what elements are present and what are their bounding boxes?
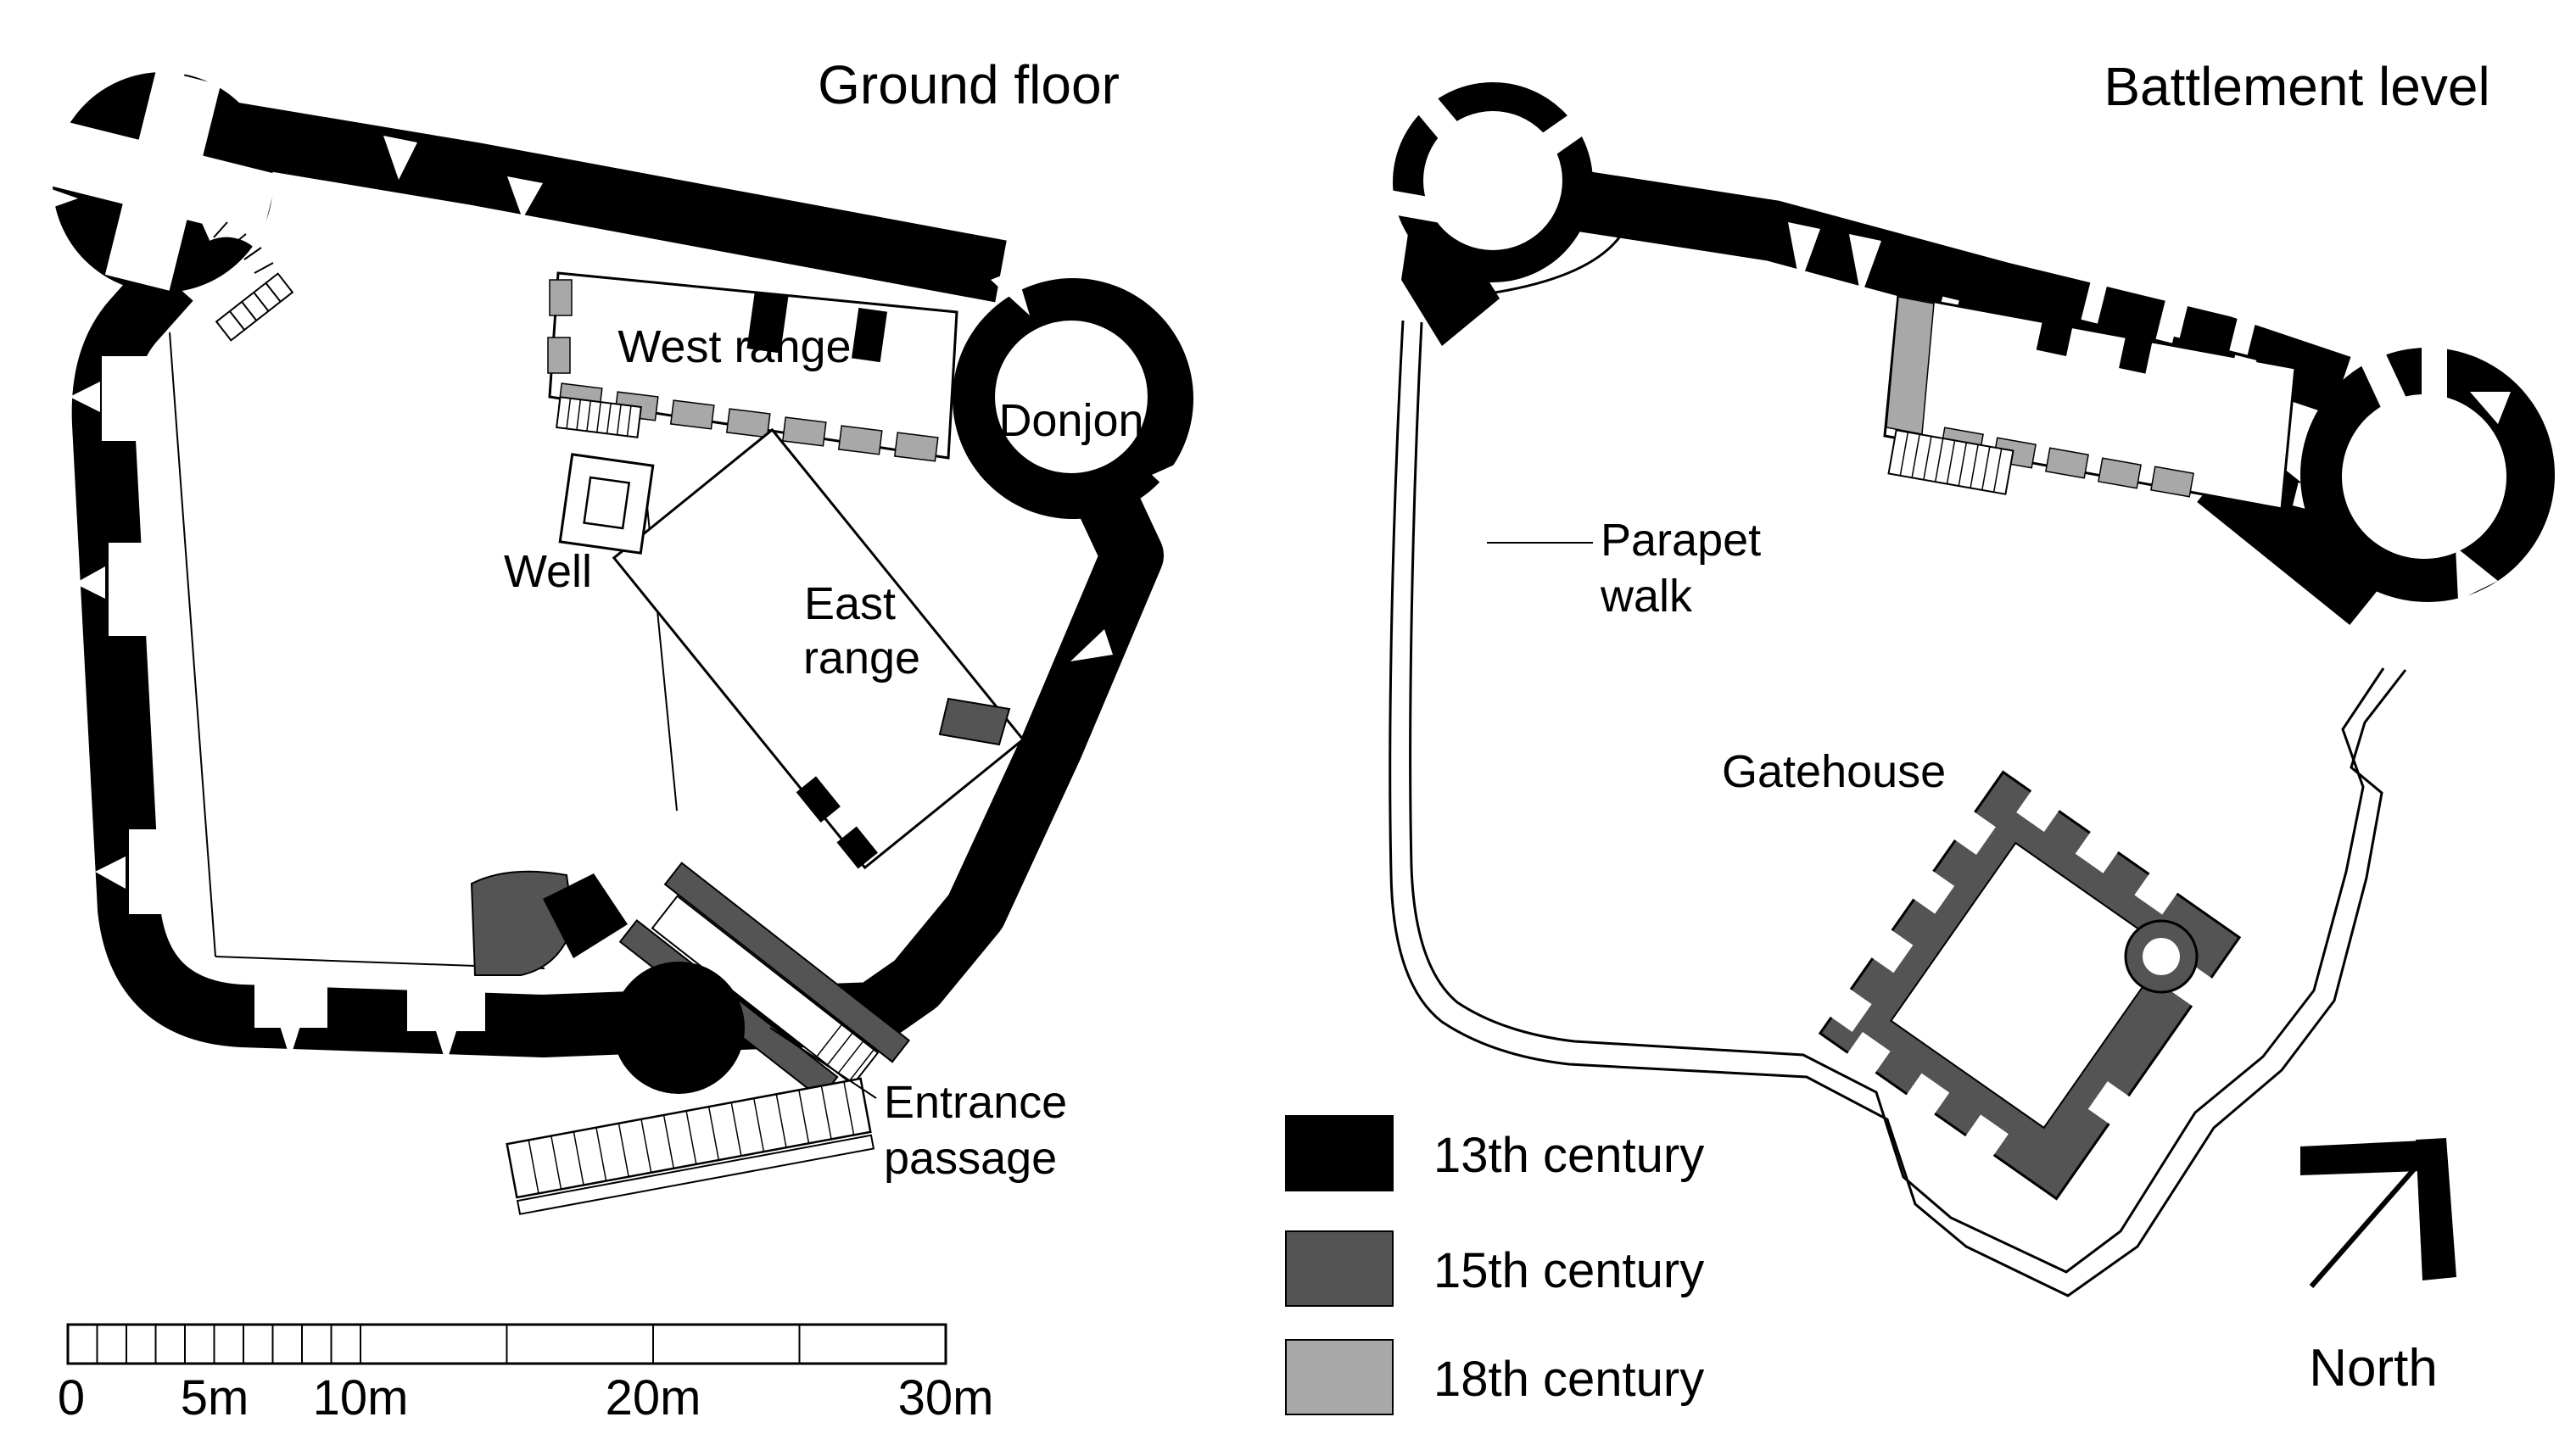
north-arrow-shaft	[2309, 1162, 2422, 1288]
arrow-slit	[383, 136, 417, 180]
arrow-slit	[1070, 629, 1113, 661]
east-range-label-line2: range	[803, 633, 920, 683]
north-arrow-head-vertical	[2416, 1138, 2456, 1280]
parapet-walk-label-line2: walk	[1600, 571, 1693, 622]
arrow-slit	[1152, 460, 1186, 502]
battlement-west-range	[1883, 273, 2316, 510]
battlement-northwest-tower	[1372, 81, 1599, 346]
entrance-bastion	[612, 962, 745, 1094]
ground-donjon-tower	[953, 270, 1193, 519]
entrance-15c-structures	[470, 697, 1011, 976]
west-range-stair	[556, 396, 642, 438]
battlement-title: Battlement level	[2104, 56, 2489, 117]
cross-shaped-room	[47, 69, 278, 291]
ground-northwest-tower	[47, 64, 294, 342]
parapet-walk-path	[1389, 203, 2407, 1297]
scale-label-10m: 10m	[313, 1370, 409, 1425]
crenel-gap	[2422, 335, 2447, 406]
legend-row-15th: 15th century	[1285, 1230, 1704, 1307]
crenel-gap	[2354, 339, 2411, 419]
scale-bar-ticks	[96, 1325, 801, 1364]
ground-floor-plan: Ground floor West range Donjon Well East…	[47, 54, 1193, 1215]
scale-label-0: 0	[58, 1370, 85, 1425]
east-range-label-line1: East	[804, 578, 896, 629]
west-wall-embrasures	[70, 356, 204, 914]
north-label: North	[2309, 1339, 2438, 1397]
arrow-slit	[49, 188, 78, 209]
donjon-label: Donjon	[998, 395, 1143, 446]
ground-floor-title: Ground floor	[818, 54, 1120, 115]
entrance-label-line2: passage	[884, 1133, 1057, 1184]
east-range-building	[612, 427, 1025, 870]
arrow-slit	[166, 64, 188, 93]
legend-label-13th: 13th century	[1433, 1128, 1704, 1183]
legend-label-18th: 18th century	[1433, 1352, 1704, 1407]
crenel-gap	[1528, 103, 1599, 165]
legend-swatch-15th	[1285, 1230, 1394, 1307]
scale-bar: 0 5m 10m 20m 30m	[58, 1323, 994, 1425]
gatehouse-label: Gatehouse	[1722, 746, 1946, 797]
well-structure	[558, 453, 655, 555]
west-range-label: West range	[617, 321, 851, 372]
west-range-building	[547, 271, 958, 462]
south-wall-embrasures	[254, 950, 485, 1063]
ground-curtain-wall	[71, 96, 1164, 1057]
legend-swatch-18th	[1285, 1339, 1394, 1415]
crenel-gap	[1404, 81, 1470, 153]
well-label: Well	[504, 546, 592, 597]
scale-label-20m: 20m	[606, 1370, 701, 1425]
legend-label-15th: 15th century	[1433, 1243, 1704, 1298]
battlement-plan: Battlement level Parapet walk Gatehouse	[1372, 56, 2555, 1297]
battlement-range-stair	[1887, 429, 2014, 495]
crenel-gap	[2470, 392, 2511, 424]
legend-row-13th: 13th century	[1285, 1115, 1704, 1191]
crenel-gap	[1372, 187, 1444, 223]
scale-label-5m: 5m	[181, 1370, 249, 1425]
entrance-stair	[506, 1077, 875, 1215]
battlement-north-wall	[1564, 169, 2351, 416]
legend-swatch-13th	[1285, 1115, 1394, 1191]
legend-row-18th: 18th century	[1285, 1339, 1704, 1415]
battlement-donjon-tower	[2300, 335, 2555, 602]
scale-label-30m: 30m	[898, 1370, 994, 1425]
parapet-walk-label-line1: Parapet	[1601, 515, 1761, 566]
arrow-slit	[507, 176, 543, 219]
entrance-label-line1: Entrance	[884, 1077, 1067, 1128]
arrow-slit	[991, 270, 1030, 315]
tower-courtyard-stair	[215, 272, 294, 342]
legend: 13th century 15th century 18th century	[1285, 1115, 1704, 1415]
entrance-leader-line	[769, 1027, 877, 1099]
gatehouse	[1818, 770, 2242, 1201]
north-arrow-head-horizontal	[2300, 1140, 2445, 1175]
crenel-gap	[2456, 547, 2498, 600]
north-arrow: North	[2300, 1138, 2456, 1397]
